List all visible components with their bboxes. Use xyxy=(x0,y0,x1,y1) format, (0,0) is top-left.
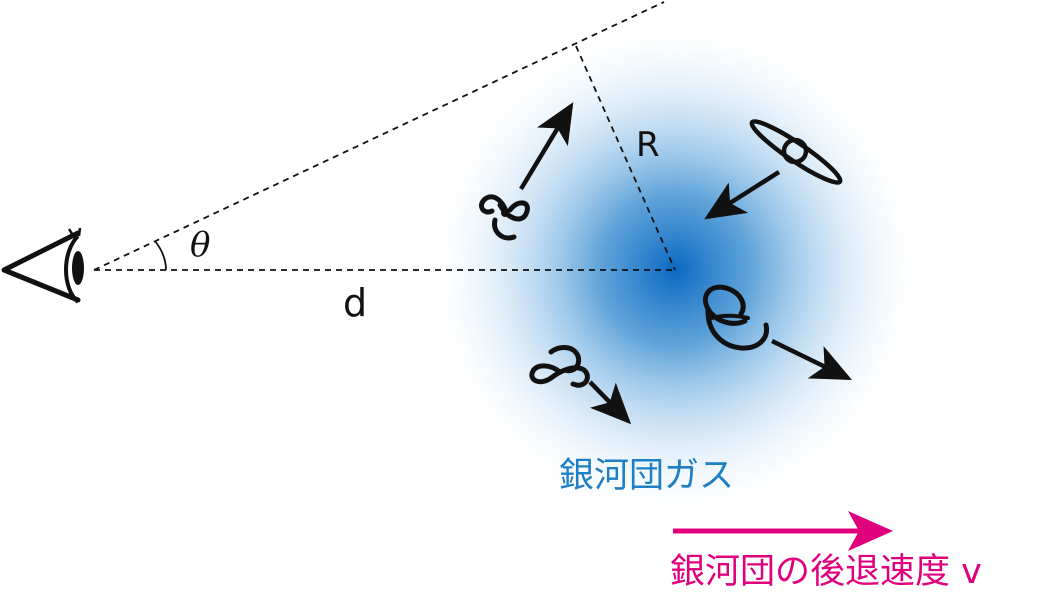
motion-arrow-upper-left xyxy=(519,102,574,191)
edge-on-galaxy-icon xyxy=(749,119,843,185)
distance-label: d xyxy=(343,281,368,325)
sightline-upper xyxy=(93,1,665,271)
spiral-galaxy-icon xyxy=(702,284,770,351)
angle-arc xyxy=(154,240,167,271)
spiral-galaxy-icon xyxy=(479,194,530,241)
spiral-galaxy-icon xyxy=(529,345,590,388)
motion-arrow-upper-right xyxy=(704,170,781,220)
motion-arrow-lower-right xyxy=(771,338,853,381)
radius-label: R xyxy=(636,125,660,165)
angle-label: θ xyxy=(190,225,211,265)
eye-icon xyxy=(1,227,84,304)
radius-line xyxy=(575,45,676,271)
recession-velocity-label: 銀河団の後退速度 v xyxy=(670,552,982,592)
motion-arrow-lower-left xyxy=(588,380,632,425)
cluster-gas-label: 銀河団ガス xyxy=(559,456,735,496)
